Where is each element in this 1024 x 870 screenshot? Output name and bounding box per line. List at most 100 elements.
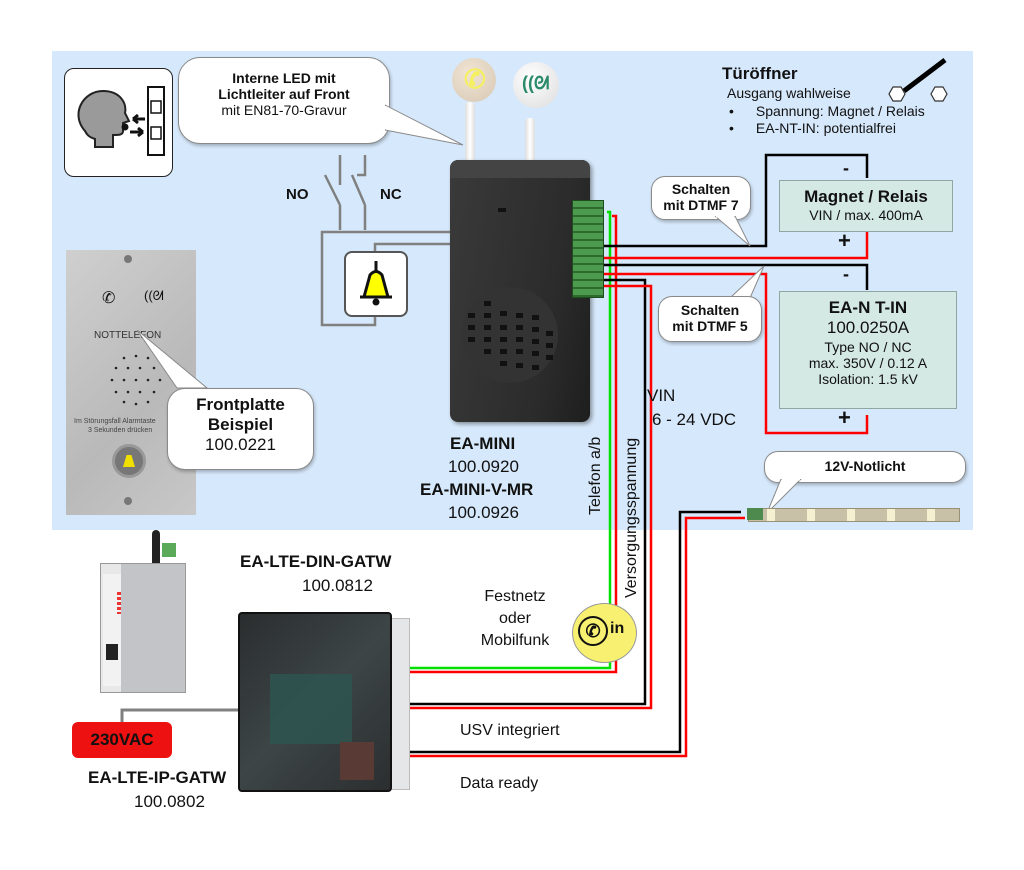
phone-in-icon: ✆	[578, 616, 608, 646]
led-strip-connector	[747, 508, 763, 520]
data-ready-label: Data ready	[460, 775, 539, 792]
dtmf7-callout-line1: Schalten	[671, 181, 731, 197]
faceplate-bell-icon	[123, 455, 135, 467]
dtmf5-callout: Schalten mit DTMF 5	[658, 296, 762, 342]
phone-in-badge: ✆ in	[572, 603, 637, 663]
power-230vac-label: 230VAC	[90, 730, 154, 749]
nt-in-wires	[600, 263, 869, 435]
ip-gateway-name: EA-LTE-IP-GATW	[88, 768, 227, 787]
switch-nc-label: NC	[380, 186, 402, 203]
switch-no-label: NO	[286, 186, 309, 203]
dtmf5-callout-pointer	[728, 265, 765, 299]
telefon-wire-label: Telefon a/b	[587, 436, 604, 515]
nt-in-part: 100.0250A	[826, 318, 910, 337]
faceplate-label: NOTTELEFON	[94, 330, 162, 341]
device-led-slot	[498, 208, 506, 212]
versorgung-wire-label: Versorgungsspannung	[623, 437, 640, 598]
telephone-wire-green	[408, 210, 612, 670]
festnetz-label: Festnetz oder Mobilfunk	[455, 586, 575, 652]
faceplate-callout: Frontplatte Beispiel 100.0221	[167, 388, 314, 470]
dtmf7-callout-line2: mit DTMF 7	[663, 197, 739, 213]
notlicht-label: 12V-Notlicht	[824, 458, 906, 474]
notlicht-callout: 12V-Notlicht	[764, 451, 966, 483]
notlicht-wires	[408, 510, 745, 758]
faceplate-hint-line2: 3 Sekunden drücken	[88, 427, 153, 434]
led-callout-line3: mit EN81-70-Gravur	[221, 102, 347, 118]
din-gateway-body	[100, 563, 186, 693]
ip-gateway-transformer	[340, 742, 374, 780]
bell-loop-wire	[320, 230, 450, 327]
device-top-face	[450, 160, 590, 178]
faceplate-callout-part: 100.0221	[205, 435, 276, 454]
device-speaker-grille	[462, 287, 558, 383]
door-opener-title: Türöffner	[722, 64, 798, 83]
led-strip	[747, 508, 960, 522]
mains-wire	[120, 708, 240, 724]
power-230vac-badge: 230VAC	[72, 722, 172, 758]
dtmf5-callout-line2: mit DTMF 5	[672, 318, 748, 334]
faceplate-speech-icon: ((ᘛ	[144, 288, 164, 303]
nt-in-wire-black	[600, 263, 869, 290]
festnetz-line1: Festnetz	[484, 588, 546, 605]
faceplate-speaker-grille	[110, 354, 162, 406]
notlicht-wire-black	[408, 510, 741, 754]
nt-in-title: EA-N T-IN	[828, 298, 908, 317]
door-opener-subtitle: Ausgang wahlweise	[727, 85, 851, 101]
led-callout-line2: Lichtleiter auf Front	[218, 86, 350, 102]
din-gateway-front-panel	[103, 574, 121, 686]
faceplate-callout-line2: Beispiel	[207, 415, 274, 434]
faceplate-phone-icon: ✆	[102, 290, 116, 307]
ip-gateway-enclosure-front	[238, 612, 392, 792]
notlicht-callout-pointer	[766, 479, 802, 514]
nt-in-isolation: Isolation: 1.5 kV	[818, 371, 918, 387]
nt-in-type: Type NO / NC	[824, 339, 912, 355]
nt-in-max: max. 350V / 0.12 A	[808, 355, 928, 371]
nt-in-plus-sign: +	[838, 405, 851, 430]
faceplate-image: ✆ ((ᘛ NOTTELEFON Im Störungsfall Alarmta…	[66, 250, 196, 515]
ip-gateway-circuit-board	[270, 674, 352, 744]
vin-range-label: 6 - 24 VDC	[652, 410, 737, 429]
door-opener-bullet-2: •EA-NT-IN: potentialfrei	[729, 120, 896, 136]
ip-gateway-device	[238, 612, 410, 792]
bell-top-wire	[373, 242, 450, 252]
speech-icon: ((ᘛ	[522, 73, 550, 93]
supply-wire-black	[408, 278, 647, 706]
intercom-speech-icon	[64, 68, 173, 177]
led-callout: Interne LED mit Lichtleiter auf Front mi…	[178, 57, 390, 144]
supply-wire-red	[408, 284, 653, 710]
magnet-relay-wires	[600, 153, 869, 260]
din-gateway-antenna	[152, 530, 160, 568]
din-gateway-device	[100, 530, 190, 695]
nt-in-box: EA-N T-IN 100.0250A Type NO / NC max. 35…	[779, 291, 957, 409]
telephone-wire-red	[408, 214, 618, 674]
magnet-plus-sign: +	[838, 228, 851, 253]
door-opener-bullet-2-text: EA-NT-IN: potentialfrei	[755, 120, 896, 136]
din-gateway-terminal	[162, 543, 176, 557]
faceplate-alarm-button[interactable]	[112, 444, 146, 478]
ea-mini-v-mr-name: EA-MINI-V-MR	[420, 480, 534, 499]
switch-contact-nc	[350, 155, 367, 230]
phone-led-indicator: ✆	[452, 58, 496, 102]
phone-icon: ✆	[464, 64, 486, 94]
din-gateway-status-leds	[117, 592, 121, 614]
alarm-bell-button[interactable]	[344, 251, 408, 317]
bell-wiring	[320, 155, 450, 327]
led-callout-pointer	[385, 104, 464, 146]
phone-in-label: in	[610, 620, 625, 637]
supply-wires	[408, 278, 653, 710]
ip-gateway-part: 100.0802	[134, 792, 205, 811]
door-opener-bullet-1: •Spannung: Magnet / Relais	[729, 103, 925, 119]
festnetz-line3: Mobilfunk	[480, 632, 550, 649]
ea-mini-name: EA-MINI	[450, 434, 516, 453]
light-guide-right	[525, 118, 535, 180]
faceplate-screw-bottom	[124, 497, 132, 505]
door-opener-bullet-1-text: Spannung: Magnet / Relais	[755, 103, 925, 119]
light-guide-left	[465, 102, 475, 174]
vin-label: VIN	[647, 386, 676, 405]
festnetz-line2: oder	[498, 610, 532, 627]
telephone-wires	[408, 210, 618, 674]
terminal-block	[572, 200, 604, 298]
faceplate-screw-top	[124, 255, 132, 263]
dtmf7-callout-pointer	[715, 216, 751, 247]
faceplate-callout-line1: Frontplatte	[196, 395, 285, 414]
